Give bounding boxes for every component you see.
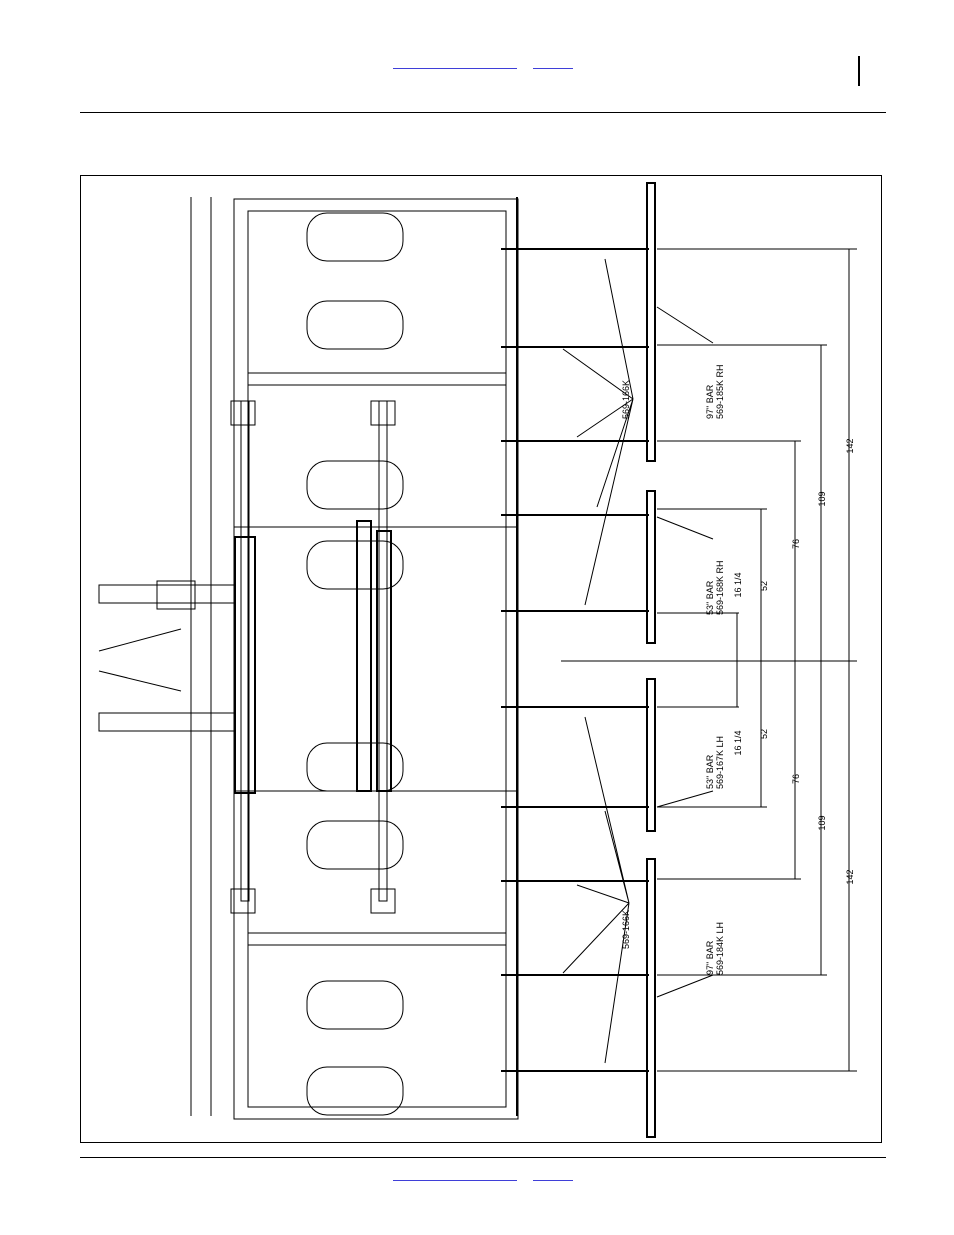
hitch-tongue <box>99 629 181 691</box>
label-569-167k-lh: 569-167K LH <box>715 736 725 789</box>
label-97-bar-lh: 97" BAR <box>705 940 715 975</box>
label-97-bar-rh: 97" BAR <box>705 384 715 419</box>
label-53-bar-lh: 53" BAR <box>705 754 715 789</box>
footer-link-section[interactable] <box>393 1180 517 1181</box>
dim-lh-52: 52 <box>759 729 769 739</box>
tires <box>307 213 403 1115</box>
header-tab-bar <box>858 56 860 86</box>
footer-rule <box>80 1157 886 1158</box>
center-bar-left <box>235 537 255 793</box>
hinge-block-1 <box>231 401 255 425</box>
label-569-184k-lh: 569-184K LH <box>715 922 725 975</box>
label-569-166k-rh: 569-166K <box>621 380 631 419</box>
harrow-bars <box>647 183 655 1137</box>
hitch-beam-lower <box>99 713 235 731</box>
dim-lh-142: 142 <box>845 869 855 884</box>
dim-lh-16-1-4: 16 1/4 <box>733 730 743 755</box>
wing-rod-right <box>379 401 387 901</box>
label-53-bar-rh: 53" BAR <box>705 580 715 615</box>
dim-rh-52: 52 <box>759 581 769 591</box>
hinge-block-2 <box>371 401 395 425</box>
label-569-166k-lh: 569-166K <box>621 910 631 949</box>
dim-rh-142: 142 <box>845 438 855 453</box>
dim-lh-109: 109 <box>817 815 827 830</box>
dim-rh-109: 109 <box>817 491 827 506</box>
figure-frame: 142 109 76 52 16 1/4 16 1/4 52 76 109 14… <box>80 175 882 1143</box>
label-569-185k-rh: 569-185K RH <box>715 364 725 419</box>
hitch-beam-upper <box>99 585 235 603</box>
dim-lh-76: 76 <box>791 774 801 784</box>
center-bar-mid <box>357 521 371 791</box>
implement-diagram: 142 109 76 52 16 1/4 16 1/4 52 76 109 14… <box>81 176 881 1142</box>
label-569-168k-rh: 569-168K RH <box>715 560 725 615</box>
dim-rh-76: 76 <box>791 539 801 549</box>
header-link-section[interactable] <box>393 68 517 69</box>
footer-link-page[interactable] <box>533 1180 573 1181</box>
header-rule <box>80 112 886 113</box>
header-link-page[interactable] <box>533 68 573 69</box>
dim-rh-16-1-4: 16 1/4 <box>733 572 743 597</box>
